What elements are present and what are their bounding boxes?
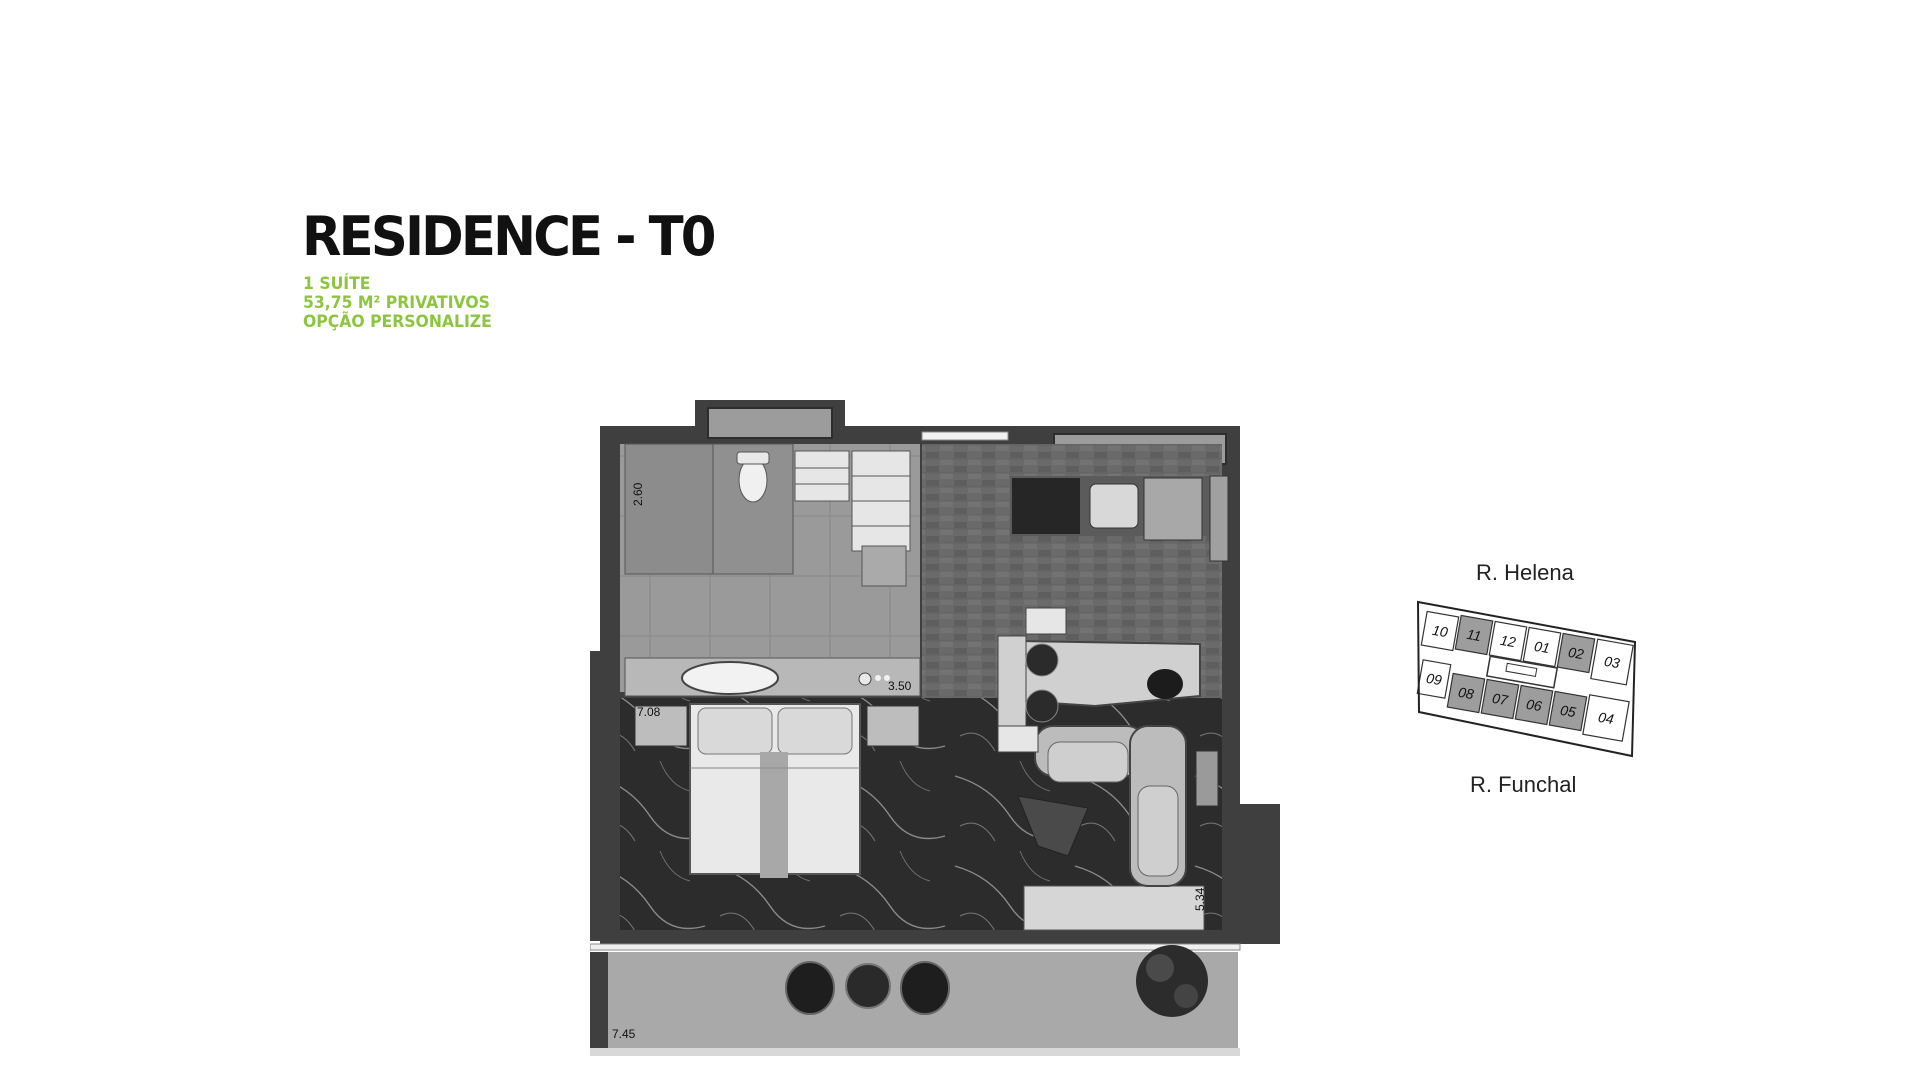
building-key-plan: 10 11 12 01 02 03 09 08 07 06 05 04 xyxy=(1416,600,1637,758)
dining xyxy=(997,607,1201,753)
unit-label: 08 xyxy=(1457,684,1475,702)
dimension-label: 7.08 xyxy=(637,705,661,719)
dimension-label: 7.45 xyxy=(612,1027,636,1041)
customize-option: OPÇÃO PERSONALIZE xyxy=(303,312,492,332)
street-top-label: R. Helena xyxy=(1476,560,1574,585)
bedroom xyxy=(620,698,1222,931)
unit-cell xyxy=(1582,694,1630,742)
closet xyxy=(707,407,833,439)
unit-label: 01 xyxy=(1533,638,1551,656)
unit-cell xyxy=(1480,678,1520,720)
elevator-core xyxy=(1505,662,1538,677)
unit-cell xyxy=(1556,632,1596,674)
unit-label: 07 xyxy=(1491,690,1510,709)
dimension-label: 5.34 xyxy=(1193,887,1207,911)
unit-cell xyxy=(1590,638,1634,686)
unit-label: 02 xyxy=(1567,644,1585,662)
bathroom xyxy=(620,443,921,697)
unit-cell xyxy=(1420,610,1460,652)
unit-label: 11 xyxy=(1465,626,1482,644)
unit-label: 10 xyxy=(1431,622,1449,640)
unit-cell xyxy=(1488,620,1528,662)
unit-label: 04 xyxy=(1597,709,1615,727)
suite-count: 1 SUÍTE xyxy=(303,274,371,294)
unit-cell xyxy=(1514,684,1554,726)
unit-cell xyxy=(1548,690,1588,732)
unit-label: 06 xyxy=(1525,696,1543,714)
unit-label: 05 xyxy=(1559,702,1577,720)
dimension-label: 2.60 xyxy=(631,482,645,506)
unit-cell xyxy=(1446,672,1486,714)
unit-label: 03 xyxy=(1603,653,1621,671)
balcony xyxy=(590,943,1241,1056)
floor-plan: 2.60 3.50 7.08 5.34 7.45 xyxy=(590,400,1280,1056)
unit-cell xyxy=(1522,626,1562,668)
street-bottom-label: R. Funchal xyxy=(1470,772,1577,797)
unit-cell xyxy=(1416,659,1452,699)
page-title: RESIDENCE - T0 xyxy=(302,205,716,268)
unit-label: 09 xyxy=(1425,670,1443,688)
private-area: 53,75 M² PRIVATIVOS xyxy=(303,293,490,313)
unit-label: 12 xyxy=(1499,632,1517,650)
dimension-label: 3.50 xyxy=(888,679,912,693)
unit-cell xyxy=(1454,614,1494,656)
